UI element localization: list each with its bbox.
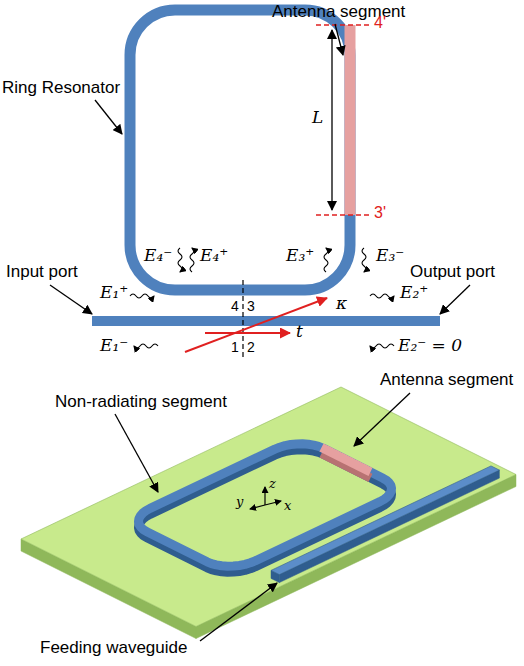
reference-plane: [316, 24, 370, 26]
leader-arrow: [440, 285, 470, 314]
dimension-label: L: [312, 108, 323, 128]
leader-arrow: [95, 100, 122, 134]
leader-arrow: [50, 285, 92, 314]
port-label: Input port: [6, 262, 78, 282]
plane-label: 4': [374, 14, 386, 32]
field-label: E₂⁺: [400, 283, 428, 303]
ring-waveguide: [139, 444, 392, 566]
coefficient-label: t: [296, 322, 303, 342]
leader-arrow: [200, 583, 277, 641]
coefficient-label: κ: [336, 294, 347, 314]
plane-label: 3': [374, 204, 386, 222]
field-label: E₄⁻: [144, 246, 172, 266]
axis-label: y: [236, 495, 243, 510]
field-label: E₃⁻: [376, 246, 404, 266]
port-number: 4: [231, 299, 239, 313]
part-label: Antenna segment: [380, 370, 513, 390]
axis-triad: [250, 487, 281, 509]
coupling-plane: [242, 280, 243, 358]
field-label: E₁⁻: [100, 336, 128, 356]
antenna-segment: [345, 25, 356, 215]
port-number: 2: [247, 340, 255, 354]
substrate-top: [21, 387, 516, 627]
axis-label: x: [284, 499, 291, 514]
transmission-arrow: [205, 332, 290, 334]
field-label: E₁⁺: [100, 283, 128, 303]
feeding-waveguide-side: [279, 470, 499, 582]
reference-plane: [316, 214, 370, 216]
length-arrow: [331, 30, 332, 210]
field-label: E₃⁺: [286, 246, 314, 266]
part-label: Ring Resonator: [2, 78, 120, 98]
port-label: Output port: [410, 262, 495, 282]
leader-arrow: [115, 414, 158, 492]
axis-label: z: [269, 477, 276, 492]
antenna-segment: [322, 447, 371, 472]
leader-arrow: [354, 393, 410, 446]
field-label: E₄⁺: [200, 246, 228, 266]
perspective-view: [21, 387, 516, 639]
part-label: Feeding waveguide: [40, 638, 187, 658]
leader-arrow: [335, 24, 343, 55]
feeding-waveguide-top: [271, 466, 499, 575]
part-label: Non-radiating segment: [55, 392, 227, 412]
ring-waveguide: [130, 10, 350, 290]
port-number: 3: [247, 299, 255, 313]
coupling-arrow: [185, 298, 327, 352]
field-label: E₂⁻ = 0: [398, 336, 462, 356]
port-number: 1: [231, 340, 239, 354]
